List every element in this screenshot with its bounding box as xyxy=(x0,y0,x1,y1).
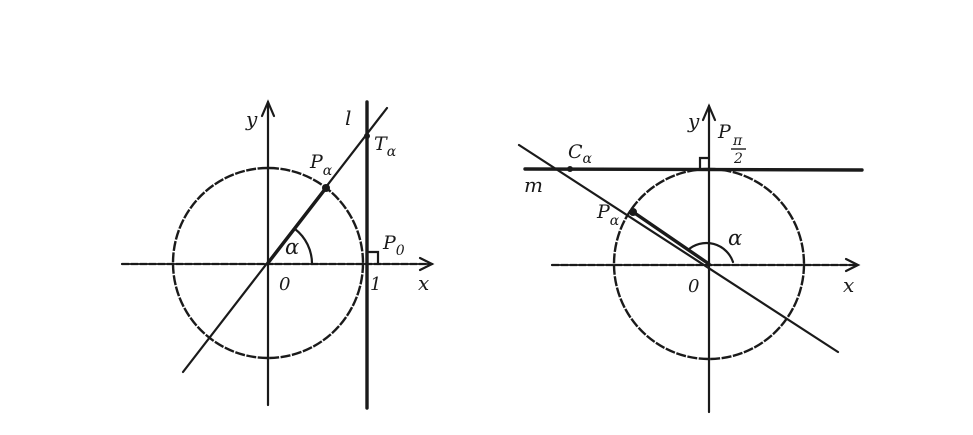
left-label-origin: 0 xyxy=(279,274,290,295)
right-right-angle-marker xyxy=(698,156,711,171)
right-point-P-alpha xyxy=(629,208,637,216)
right-label-Ppi2-main: P xyxy=(717,121,732,143)
left-right-angle-marker xyxy=(365,250,380,266)
right-angle-arc xyxy=(686,241,735,264)
right-label-origin: 0 xyxy=(688,276,699,297)
right-label-Ppi2-den: 2 xyxy=(733,151,743,167)
right-label-P-alpha: Pα xyxy=(596,201,620,229)
left-label-x: x xyxy=(418,271,429,295)
left-angle-arc xyxy=(293,227,314,266)
left-label-one: 1 xyxy=(370,274,381,295)
left-radius-segment xyxy=(266,186,328,265)
right-tangent-line-m xyxy=(523,167,864,172)
right-point-C-alpha xyxy=(567,166,573,172)
left-label-y: y xyxy=(245,107,258,131)
left-y-axis-arrow xyxy=(260,99,276,118)
right-label-angle: α xyxy=(728,226,742,250)
left-label-angle: α xyxy=(285,235,299,259)
left-label-P0: P0 xyxy=(382,232,405,259)
right-label-Ppi2-num: π xyxy=(732,133,743,149)
left-point-T-alpha xyxy=(364,133,370,139)
right-x-axis-arrow xyxy=(844,257,861,273)
right-label-x: x xyxy=(843,273,854,297)
right-label-C-alpha: Cα xyxy=(568,141,593,167)
left-label-P-alpha: Pα xyxy=(309,151,333,179)
right-diagonal-line xyxy=(517,143,840,354)
left-label-line-l: l xyxy=(345,106,351,130)
left-figure: y x 0 1 l α Pα Tα P0 xyxy=(120,99,435,410)
right-figure: y x 0 m α Pα Cα P π 2 xyxy=(517,103,864,414)
left-point-P-alpha xyxy=(322,184,330,192)
right-label-P-pi-over-2: P π 2 xyxy=(717,121,746,167)
left-label-T-alpha: Tα xyxy=(374,133,397,160)
right-radius-segment xyxy=(631,210,711,266)
right-label-line-m: m xyxy=(524,173,543,197)
left-x-axis-arrow xyxy=(418,256,435,272)
right-y-axis-arrow xyxy=(701,103,717,122)
right-label-y: y xyxy=(687,109,700,133)
